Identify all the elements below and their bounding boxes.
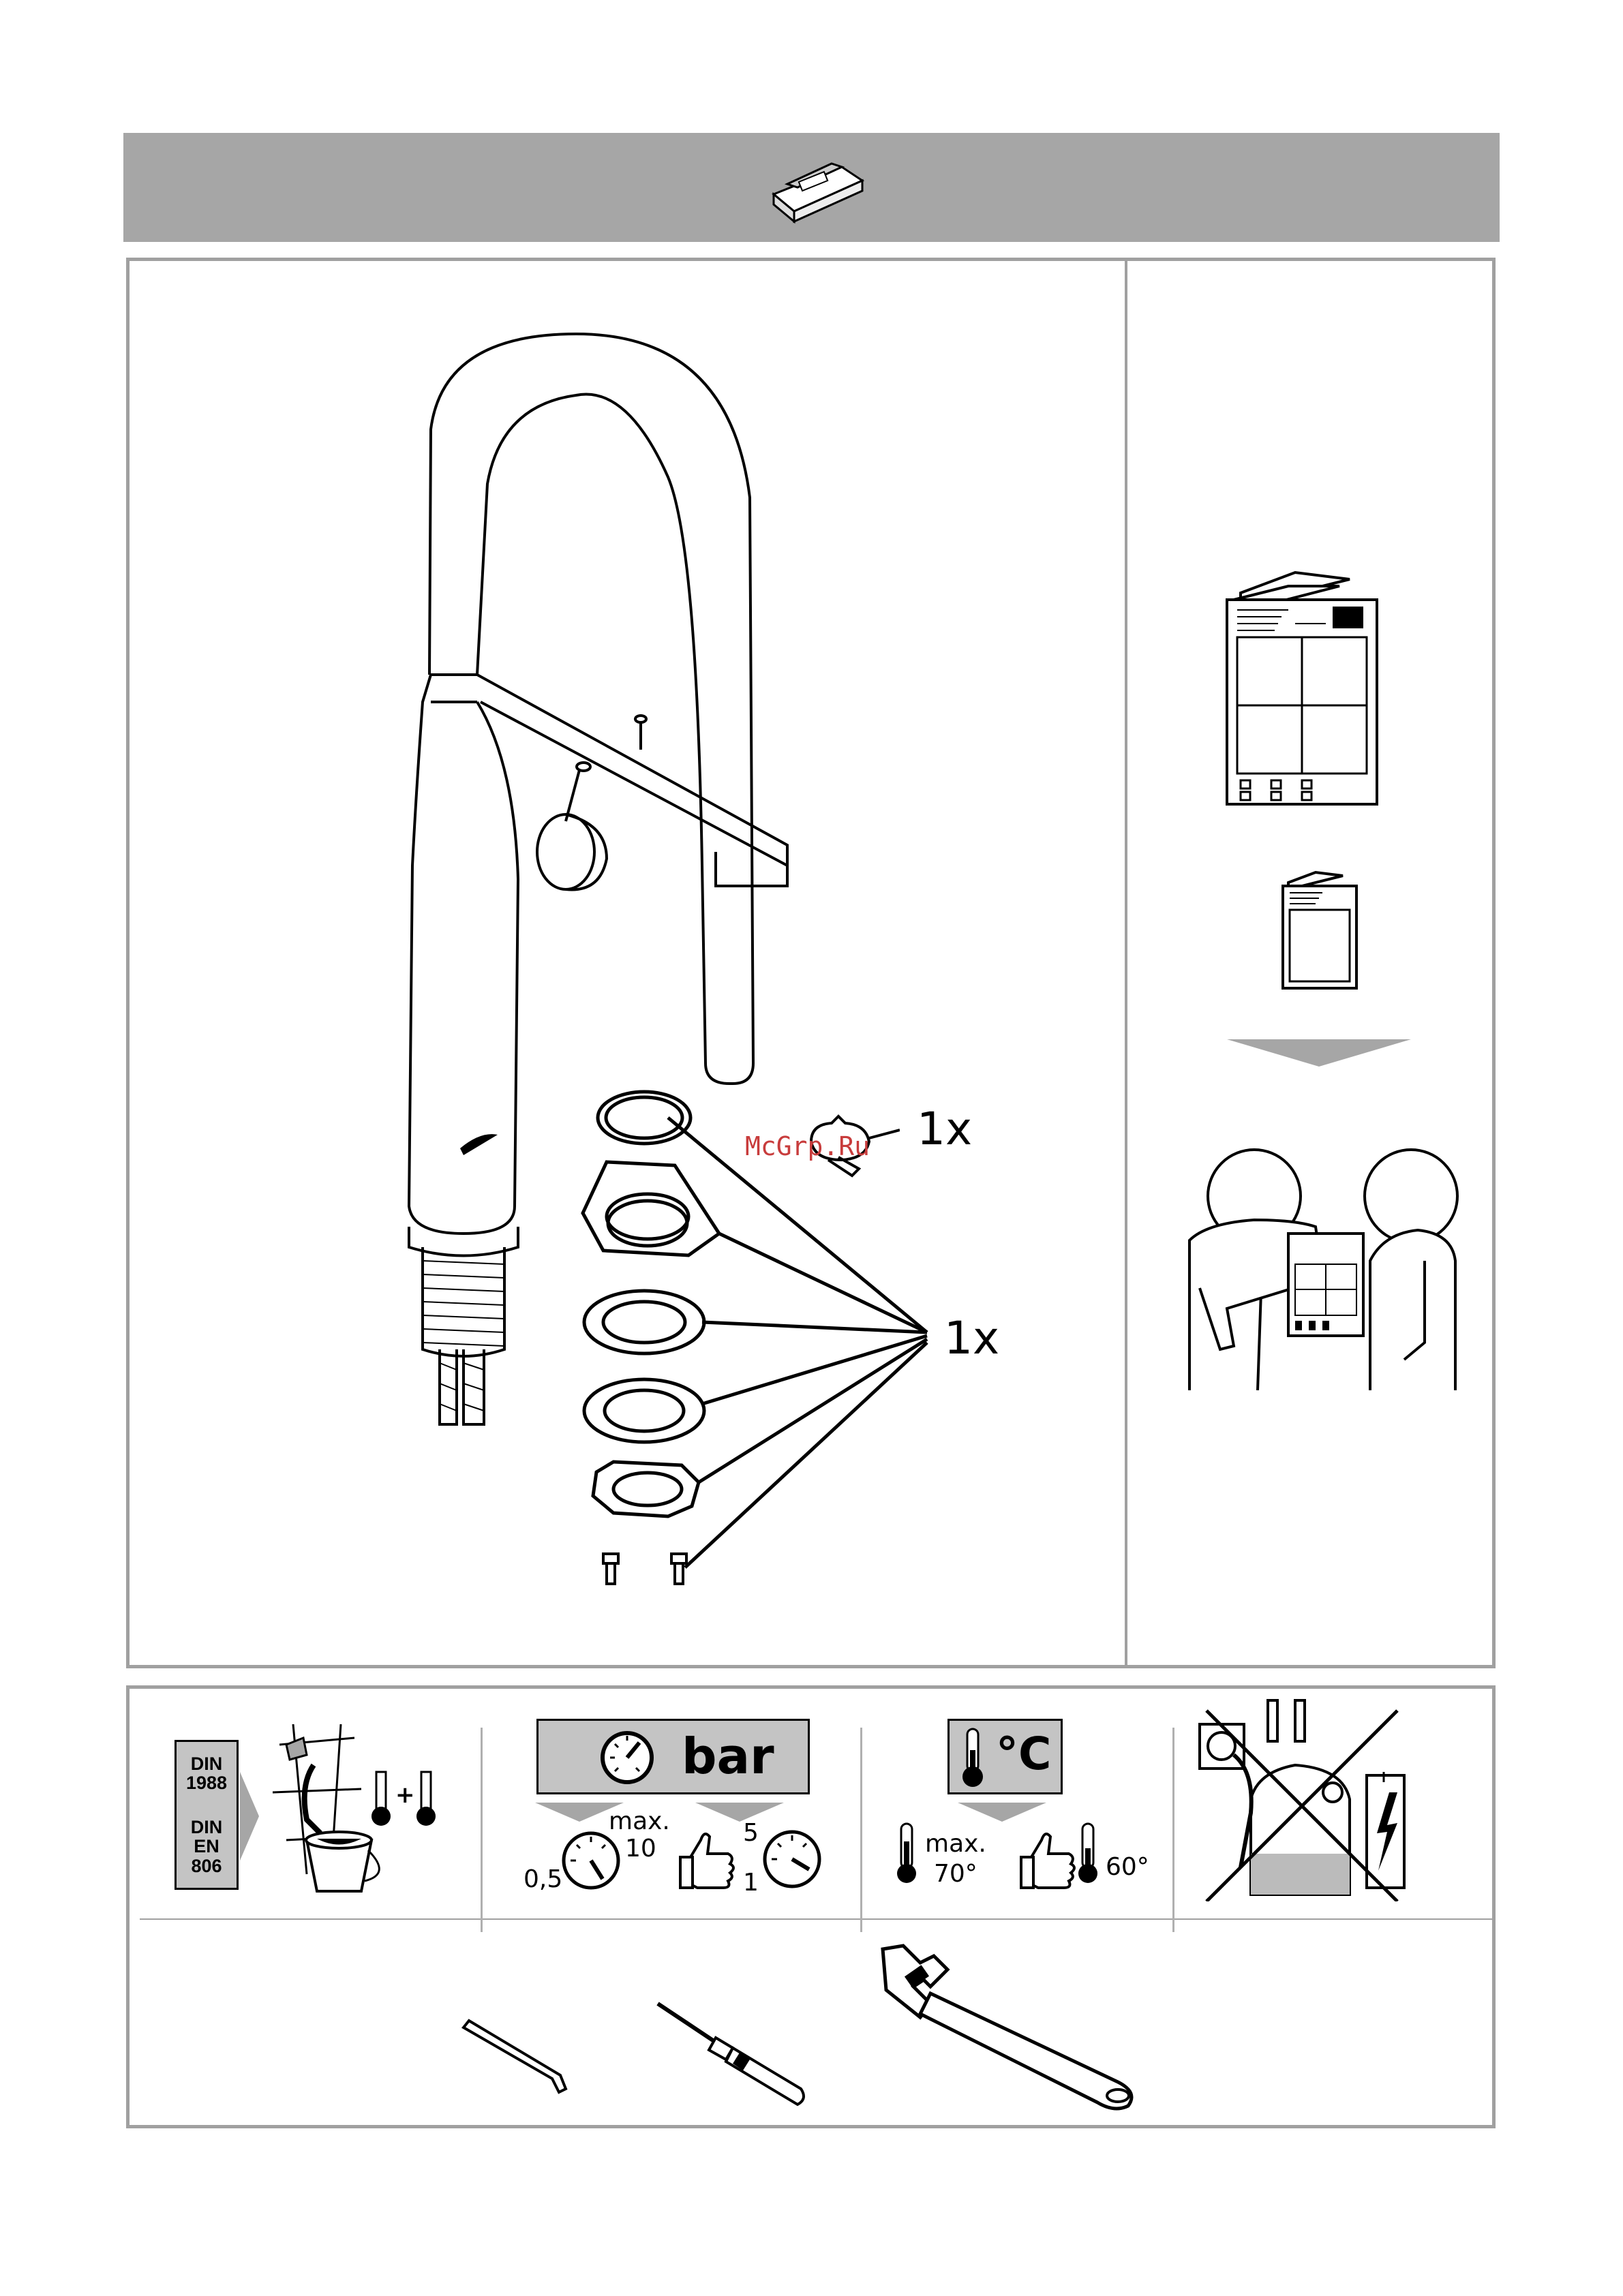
installer-hands-over-manual-icon — [1179, 1145, 1466, 1390]
thermometer-icon — [1076, 1821, 1100, 1886]
thermometer-icon — [959, 1726, 986, 1789]
pressure-gauge-icon — [600, 1730, 654, 1785]
thumbs-up-icon — [677, 1826, 738, 1891]
temperature-unit: °C — [996, 1728, 1051, 1780]
manual-booklets-icon — [1213, 559, 1397, 811]
temperature-recommended-value: 60° — [1106, 1855, 1149, 1880]
svg-text:+: + — [395, 1781, 415, 1809]
din-standard-badge: DIN 1988 DIN EN 806 — [175, 1740, 239, 1890]
temperature-header-box: °C — [947, 1719, 1063, 1794]
hex-key-icon — [457, 2014, 573, 2096]
screwdriver-icon — [654, 1997, 811, 2113]
separator — [1172, 1728, 1174, 1932]
arrow-down-icon — [695, 1803, 784, 1823]
pressure-unit: bar — [682, 1728, 774, 1785]
short-manual-booklet-icon — [1275, 866, 1363, 995]
no-pressureless-boiler-icon — [1193, 1697, 1466, 1901]
clip-quantity: 1x — [917, 1103, 972, 1155]
separator — [481, 1728, 483, 1932]
requirements-divider — [140, 1918, 1493, 1920]
watermark-text: McGrp.Ru — [745, 1131, 870, 1161]
arrow-down-icon — [958, 1803, 1046, 1823]
panel-divider — [1125, 261, 1127, 1665]
grohe-package-box-icon — [767, 153, 869, 228]
gauge-icon — [761, 1828, 823, 1890]
adjustable-wrench-icon — [866, 1935, 1145, 2113]
thermometer-icon — [894, 1821, 919, 1886]
pressure-min-value: 0,5 — [524, 1867, 562, 1892]
separator — [860, 1728, 862, 1932]
temperature-max-value: 70° — [934, 1862, 977, 1886]
chevron-right-icon — [240, 1772, 260, 1861]
flush-pipes-icon: + — [266, 1724, 450, 1895]
pressure-recommended-low: 1 — [743, 1871, 759, 1895]
gauge-icon — [560, 1830, 622, 1891]
arrow-down-icon — [1227, 1039, 1411, 1070]
pressure-max-value: 10 — [625, 1837, 656, 1861]
thumbs-up-icon — [1018, 1826, 1079, 1891]
pressure-max-label: max. — [609, 1809, 670, 1834]
temperature-max-label: max. — [925, 1832, 986, 1856]
pressure-recommended-high: 5 — [743, 1821, 759, 1846]
pressure-header-box: bar — [536, 1719, 810, 1794]
seal-set-quantity: 1x — [944, 1312, 999, 1364]
